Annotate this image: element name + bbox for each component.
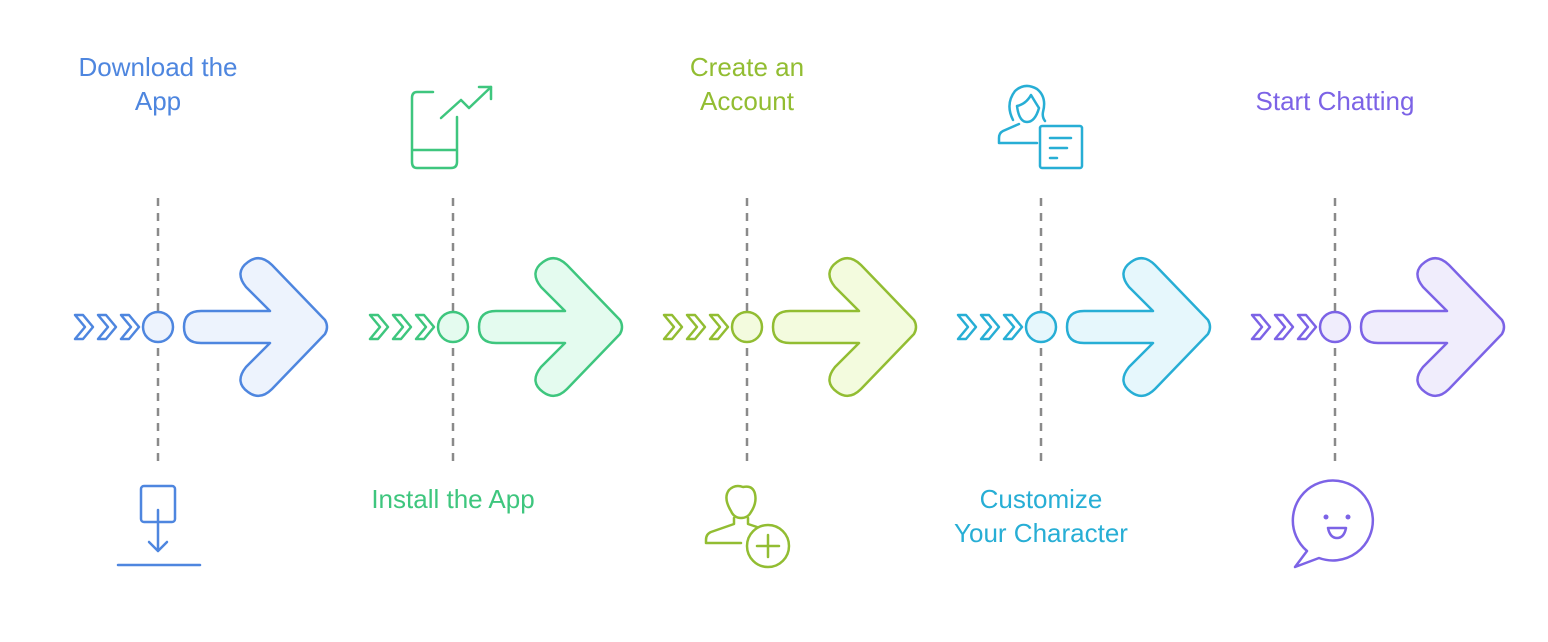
arrow-shape xyxy=(182,256,329,398)
chevron-icon xyxy=(391,313,413,341)
chevron-icon xyxy=(1296,313,1318,341)
milestone-circle xyxy=(1024,310,1058,344)
arrow-shape xyxy=(477,256,624,398)
chat-smile-icon xyxy=(1291,479,1375,569)
milestone-circle xyxy=(141,310,175,344)
step-start-chatting xyxy=(1250,198,1506,569)
chevron-icon xyxy=(685,313,707,341)
chevron-icon xyxy=(1273,313,1295,341)
chevron-icon xyxy=(414,313,436,341)
add-user-icon xyxy=(704,484,791,569)
arrow-shape xyxy=(1359,256,1506,398)
chevron-icon xyxy=(1250,313,1272,341)
step-label-create-account: Create an Account xyxy=(689,52,805,116)
chevron-icon xyxy=(956,313,978,341)
milestone-circle xyxy=(730,310,764,344)
profile-document-icon xyxy=(997,84,1084,170)
step-label-customize: Customize Your Character xyxy=(954,484,1128,548)
chevron-icon xyxy=(1002,313,1024,341)
step-create-account xyxy=(662,198,918,569)
step-download xyxy=(73,198,329,567)
arrow-shape xyxy=(771,256,918,398)
milestone-circle xyxy=(436,310,470,344)
chevron-icon xyxy=(662,313,684,341)
phone-trend-icon xyxy=(410,85,493,170)
step-label-start-chatting: Start Chatting xyxy=(1255,86,1415,116)
step-customize xyxy=(956,84,1212,466)
step-install xyxy=(368,85,624,466)
chevron-icon xyxy=(979,313,1001,341)
chevron-icon xyxy=(368,313,390,341)
chevron-icon xyxy=(96,313,118,341)
milestone-circle xyxy=(1318,310,1352,344)
download-icon xyxy=(116,484,202,567)
arrow-shape xyxy=(1065,256,1212,398)
step-label-install: Install the App xyxy=(371,484,535,514)
chevron-icon xyxy=(73,313,95,341)
step-label-download: Download the App xyxy=(78,52,238,116)
chevron-icon xyxy=(119,313,141,341)
chevron-icon xyxy=(708,313,730,341)
